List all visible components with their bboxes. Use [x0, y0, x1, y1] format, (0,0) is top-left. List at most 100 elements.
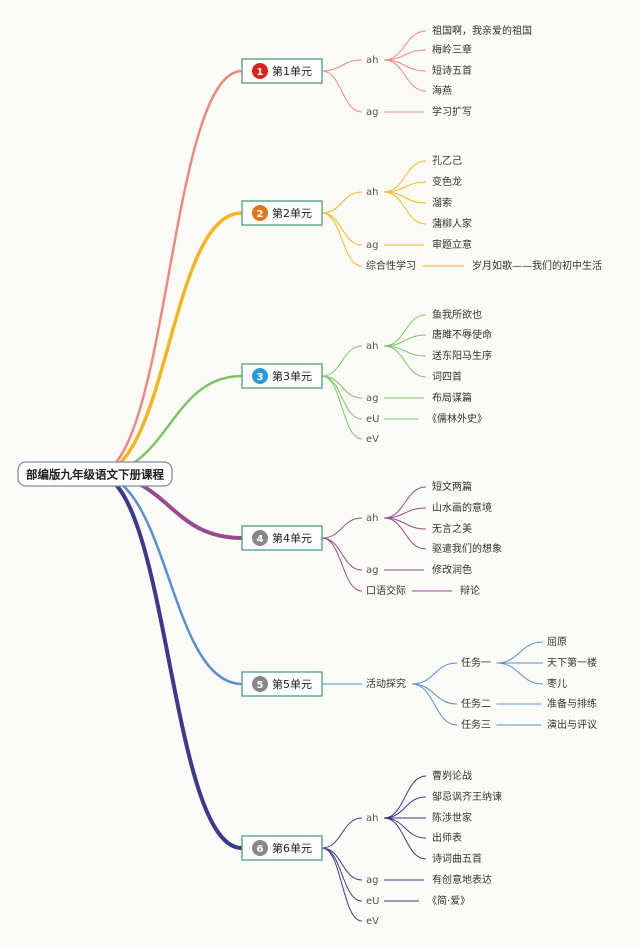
branch-lines: [95, 30, 544, 922]
branch-line: [411, 683, 458, 726]
topic-item: 演出与评议: [547, 718, 597, 731]
group-label: eU: [366, 896, 379, 907]
topic-item: 溜索: [432, 196, 452, 209]
group-label: 口语交际: [366, 584, 406, 597]
group-label: 综合性学习: [366, 259, 416, 272]
branch-line: [383, 30, 427, 61]
unit-number-badge: [252, 840, 268, 856]
branch-line: [383, 775, 427, 819]
group-label: eV: [366, 916, 379, 927]
group-label: ag: [366, 107, 378, 118]
unit-label: 第2单元: [272, 206, 312, 220]
group-label: ag: [366, 875, 378, 886]
unit-label: 第1单元: [272, 64, 312, 78]
branch-line: [383, 345, 427, 378]
topic-item: 《简·爱》: [427, 894, 470, 907]
unit-number: 2: [257, 209, 264, 220]
topic-item: 海燕: [432, 84, 452, 97]
group-label: ah: [366, 55, 378, 66]
branch-line: [321, 375, 363, 399]
topic-item: 梅岭三章: [432, 43, 472, 56]
branch-line: [383, 314, 427, 347]
topic-item: 审题立意: [432, 238, 472, 251]
branch-line: [383, 517, 427, 530]
branch-line: [321, 847, 363, 902]
branch-line: [95, 472, 243, 850]
branch-line: [321, 345, 363, 377]
group-label: ah: [366, 187, 378, 198]
unit-number: 4: [257, 534, 264, 545]
topic-item: 修改润色: [432, 563, 472, 576]
topic-item: 曹刿论战: [432, 769, 472, 782]
branch-line: [383, 59, 427, 72]
branch-line: [95, 211, 243, 476]
topic-item: 天下第一楼: [547, 656, 597, 669]
branch-line: [383, 817, 427, 860]
branch-line: [321, 212, 363, 267]
unit-number-badge: [252, 676, 268, 692]
group-label: ah: [366, 513, 378, 524]
branch-line: [383, 517, 427, 550]
unit-number-badge: [252, 368, 268, 384]
branch-line: [383, 59, 427, 92]
topic-item: 岁月如歌——我们的初中生活: [472, 259, 602, 272]
topic-item: 蒲柳人家: [432, 217, 472, 230]
branch-line: [383, 191, 427, 225]
branch-line: [95, 69, 243, 476]
topic-item: 词四首: [432, 370, 462, 383]
topic-item: 变色龙: [432, 175, 462, 188]
unit-label: 第3单元: [272, 369, 312, 383]
unit-number-badge: [252, 63, 268, 79]
topic-item: 学习扩写: [432, 105, 472, 118]
root-node[interactable]: 部编版九年级语文下册课程: [17, 461, 173, 487]
topic-item: 枣儿: [547, 678, 567, 690]
topic-item: 有创意地表达: [432, 873, 492, 886]
branch-line: [321, 70, 363, 113]
unit-node-6[interactable]: 6 第6单元: [241, 835, 323, 861]
unit-number: 6: [257, 844, 264, 855]
group-label: ag: [366, 565, 378, 576]
unit-number-badge: [252, 205, 268, 221]
root-label: 部编版九年级语文下册课程: [26, 468, 164, 482]
topic-item: 诗词曲五首: [432, 852, 482, 865]
topic-item: 无言之美: [432, 522, 472, 535]
unit-node-2[interactable]: 2 第2单元: [241, 200, 323, 226]
branch-line: [321, 537, 363, 592]
group-label: eV: [366, 434, 379, 445]
branch-line: [496, 641, 544, 664]
branch-line: [321, 191, 363, 214]
branch-line: [411, 683, 458, 705]
unit-label: 第6单元: [272, 841, 312, 855]
group-label: ah: [366, 813, 378, 824]
branch-line: [383, 486, 427, 519]
topic-item: 山水画的意境: [432, 501, 492, 514]
topic-item: 孔乙己: [432, 155, 462, 167]
topic-item: 辩论: [460, 584, 480, 597]
branch-line: [321, 847, 363, 922]
topic-item: 陈涉世家: [432, 811, 472, 824]
subgroup-label: 任务一: [461, 656, 491, 669]
branch-line: [496, 662, 544, 685]
branch-line: [383, 796, 427, 819]
branch-line: [321, 817, 363, 849]
branch-line: [321, 517, 363, 539]
topic-item: 准备与排练: [547, 697, 597, 710]
branch-line: [321, 375, 363, 440]
topic-item: 驱遣我们的想象: [432, 542, 502, 555]
topic-item: 短文两篇: [432, 480, 472, 493]
topic-item: 出师表: [432, 831, 462, 844]
branch-line: [383, 817, 427, 839]
topic-item: 短诗五首: [432, 64, 472, 77]
group-label: ah: [366, 341, 378, 352]
branch-line: [321, 59, 363, 72]
subgroup-label: 任务二: [461, 697, 491, 710]
group-label: ag: [366, 393, 378, 404]
topic-item: 鱼我所欲也: [432, 308, 482, 321]
topic-item: 《儒林外史》: [427, 412, 487, 425]
